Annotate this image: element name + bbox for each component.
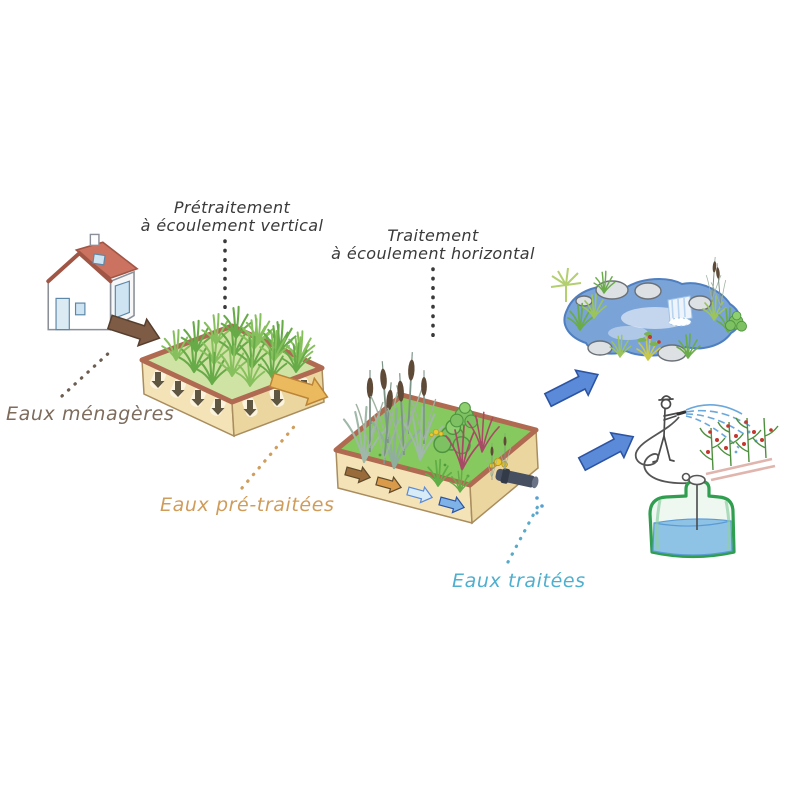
water-spray	[685, 404, 758, 454]
pretreated-water-arrow	[269, 372, 329, 407]
person-arms	[663, 412, 679, 421]
label-pretreatment-line2: à écoulement vertical	[140, 215, 324, 235]
person-body	[663, 408, 666, 437]
irrigation-crops	[699, 417, 779, 482]
house-large-window	[114, 280, 130, 319]
pond-lily-pads	[637, 332, 661, 346]
treated-water-arrow-to-pond	[543, 369, 600, 408]
flow-arrow-clean	[438, 495, 466, 514]
hose-nozzle	[676, 410, 687, 416]
tank-water-surface	[653, 520, 732, 527]
flow-arrow-less-dirty	[375, 475, 403, 494]
crop-plants	[699, 417, 779, 471]
label-treatment-line2: à écoulement horizontal	[331, 243, 535, 263]
tank-water	[652, 518, 733, 556]
tank-cap-handle	[681, 472, 691, 482]
house-skylight	[92, 253, 106, 266]
pointer-household-label	[60, 348, 114, 398]
garden-hose	[635, 416, 692, 485]
pond-vegetation	[550, 255, 747, 361]
label-pretreatment: Prétraitement à écoulement vertical	[141, 199, 324, 235]
house-small-window	[74, 302, 86, 316]
flow-arrow-dirty	[344, 465, 372, 484]
label-household-water: Eaux ménagères	[6, 403, 175, 425]
garden-pond	[550, 255, 747, 362]
tank-shading	[655, 499, 731, 550]
person-legs	[652, 435, 675, 463]
pond-rocks	[575, 280, 712, 362]
label-treatment: Traitement à écoulement horizontal	[331, 227, 535, 263]
tank-cap	[688, 474, 706, 486]
house	[46, 233, 139, 331]
treated-water-arrow-to-irrigation	[577, 431, 635, 472]
bed2-horizontal-flow-arrows	[344, 465, 466, 514]
household-water-arrow	[106, 314, 161, 348]
pointer-pretreated-label	[240, 420, 300, 490]
house-roof-edge	[46, 250, 113, 284]
storage-tank	[648, 472, 736, 559]
label-treatment-line1: Traitement	[387, 226, 479, 245]
flow-arrow-clearing	[406, 485, 434, 504]
label-pretreatment-line1: Prétraitement	[173, 198, 291, 217]
outlet-drips	[535, 496, 544, 515]
umbrella-plant	[550, 267, 582, 302]
label-treated-water: Eaux traitées	[452, 570, 586, 592]
horizontal-flow-planted-bed	[333, 350, 544, 525]
pond-waterfall	[667, 295, 693, 327]
outlet-pipe	[495, 468, 539, 489]
person-head	[660, 398, 672, 410]
crop-soil-rows	[705, 457, 776, 482]
pointer-treated-label	[506, 504, 540, 564]
house-chimney	[89, 233, 100, 247]
person-hat	[658, 395, 674, 401]
label-pretreated-water: Eaux pré-traitées	[160, 494, 335, 516]
crop-tomatoes	[706, 420, 773, 454]
watering-person	[652, 395, 687, 463]
house-door	[55, 297, 70, 331]
